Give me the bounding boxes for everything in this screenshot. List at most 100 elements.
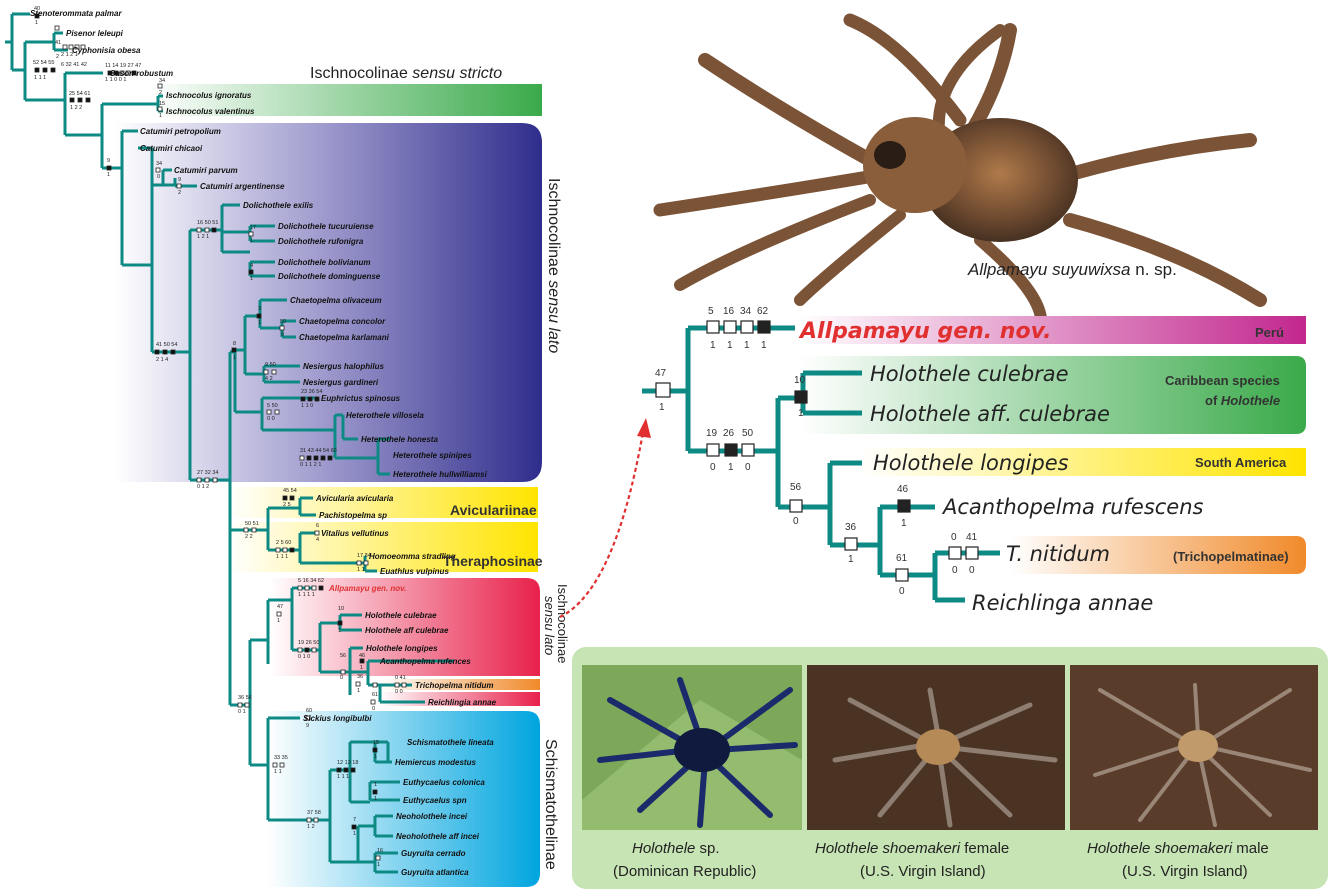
node-char: 19 26 50 [298, 640, 319, 646]
node-char: 7 [353, 817, 356, 823]
node-char: 4 [250, 263, 253, 269]
taxon-label: Euphrictus spinosus [321, 394, 401, 403]
node-char: 3 [258, 306, 261, 312]
node-char: 1 [374, 782, 377, 788]
node-state: 1 1 [357, 567, 365, 573]
node-state: 4 2 [265, 376, 273, 382]
photo-holothele-shoemakeri-male [1070, 665, 1318, 830]
node-char: 9 [178, 177, 181, 183]
node-state: 1 [727, 340, 733, 351]
node-state: 1 [233, 355, 236, 361]
node-char: 52 54 55 [33, 60, 54, 66]
node-char: 61 [372, 692, 378, 698]
taxon-label: Dolichothele dominguense [278, 272, 381, 281]
node-state: 1 [277, 618, 280, 624]
taxon-holothele-aff-culebrae: Holothele aff. culebrae [870, 402, 1110, 426]
taxon-label: Dolichothele rufonigra [278, 237, 364, 246]
node-char: 46 [897, 484, 909, 495]
node-state: 2 1 2 1 [61, 52, 78, 58]
photo-caption-1-line1: Holothele sp. [632, 840, 720, 857]
node-char: 23 36 54 [301, 389, 322, 395]
node-char: 36 [357, 674, 363, 680]
node-char: 31 43 44 54 60 [300, 448, 337, 454]
node-state: 1 2 2 [70, 105, 82, 111]
node-char: 6 [316, 523, 319, 529]
node-state: 0 0 [267, 416, 275, 422]
node-char: 12 13 18 [337, 760, 358, 766]
node-char: 40 [34, 6, 40, 12]
node-char: 17 [250, 225, 256, 231]
photo-caption-2-line2: (U.S. Virgin Island) [860, 863, 986, 880]
node-state: 1 [901, 518, 907, 529]
node-char: 33 35 [274, 755, 288, 761]
node-char: 11 14 19 27 47 [105, 63, 141, 69]
node-state: 1 [360, 665, 363, 671]
taxon-label: Trichopelma nitidum [415, 681, 494, 690]
node-char: 37 58 [307, 810, 321, 816]
taxon-label: Stenoterommata palmar [30, 9, 122, 18]
taxon-label-highlight: Allpamayu gen. nov. [328, 584, 406, 593]
node-char: 5 16 34 62 [298, 578, 324, 584]
region-caribbean-line1: Caribbean species [1165, 373, 1280, 388]
node-state: 0 [899, 586, 905, 597]
photo-caption-3-line2: (U.S. Virgin Island) [1122, 863, 1248, 880]
node-state: 1 [159, 113, 162, 119]
node-state: 2 [159, 90, 162, 96]
clade-label-ischnocolinae-stricto: Ischnocolinae sensu stricto [310, 65, 502, 82]
node-state: 0 [793, 516, 799, 527]
node-state: 1 [374, 754, 377, 760]
node-char: 56 [340, 653, 346, 659]
taxon-label: Nesiergus gardineri [303, 378, 379, 387]
node-state: 0 [281, 332, 284, 338]
node-state: 0 0 [395, 689, 403, 695]
node-char: 5 50 [267, 403, 278, 409]
node-state: 0 [952, 565, 958, 576]
taxon-label: Cyphonisia obesa [72, 46, 141, 55]
node-state: 2 [56, 54, 59, 60]
taxon-label: Hemiercus modestus [395, 758, 476, 767]
taxon-label: Euathlus vulpinus [380, 567, 449, 576]
node-char: 50 [280, 319, 286, 325]
node-char: 45 54 [283, 488, 297, 494]
node-state: 1 [35, 20, 38, 26]
taxon-label: Pachistopelma sp [319, 511, 387, 520]
node-char: 15 [159, 101, 165, 107]
taxon-label: Vitalius vellutinus [321, 529, 389, 538]
node-state: 1 1 0 0 1 [105, 77, 126, 83]
region-caribbean-line2: of Holothele [1205, 393, 1280, 408]
node-state: 1 [710, 340, 716, 351]
taxon-reichlinga-annae: Reichlinga annae [972, 591, 1153, 615]
photo-caption-3-line1: Holothele shoemakeri male [1087, 840, 1269, 857]
node-char: 25 54 61 [69, 91, 90, 97]
node-char: 61 [896, 553, 908, 564]
taxon-label: Heterothele hullwilliamsi [393, 470, 488, 479]
node-state: 1 [353, 831, 356, 837]
taxon-label: Ischnocolus valentinus [166, 107, 255, 116]
node-state: 1 [377, 862, 380, 868]
taxon-label: Catumiri petropolium [140, 127, 221, 136]
taxon-holothele-longipes: Holothele longipes [873, 451, 1069, 475]
taxon-label: Euthycaelus colonica [403, 778, 485, 787]
node-char: 15 [373, 740, 379, 746]
photo-holothele-shoemakeri-female [807, 665, 1065, 830]
taxon-label: Acanthopelma rufences [379, 657, 471, 666]
node-state: 0 [372, 706, 375, 712]
node-state: 2 2 [245, 534, 253, 540]
clade-label-ischnocolinae-lato-2b: sensu lato [542, 596, 557, 655]
node-state: 0 [745, 462, 751, 473]
node-state: 1 [659, 402, 665, 413]
node-char: 10 [338, 606, 344, 612]
node-char: 10 [794, 375, 806, 386]
node-char: 50 [742, 428, 754, 439]
node-char: 60 [306, 708, 312, 714]
node-state: 0 1 0 [298, 654, 310, 660]
node-state: 1 2 1 [197, 234, 209, 240]
region-peru: Perú [1255, 325, 1284, 340]
taxon-holothele-culebrae: Holothele culebrae [870, 362, 1069, 386]
node-state: 0 [157, 174, 160, 180]
node-state: 1 1 [274, 769, 282, 775]
node-char: 50 51 [245, 521, 259, 527]
node-char: 62 [757, 306, 769, 317]
node-state: 0 [969, 565, 975, 576]
